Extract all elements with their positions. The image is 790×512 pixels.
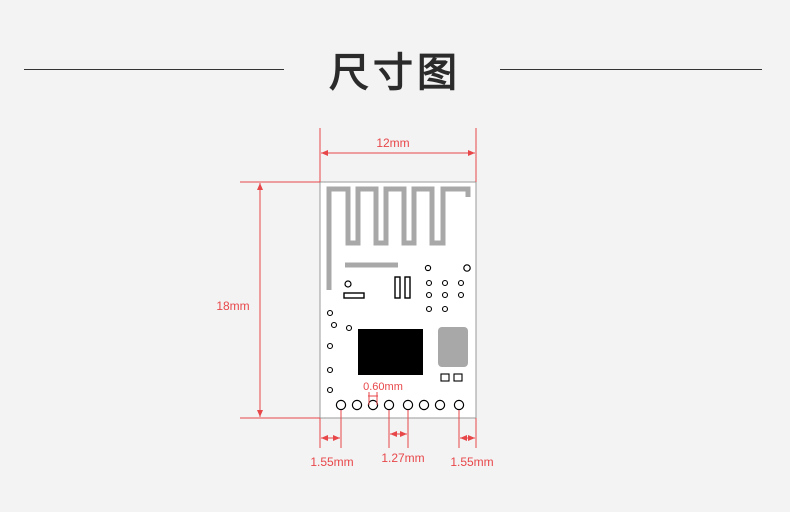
component-resistor-2 [404,276,411,299]
height-label: 18mm [216,299,249,313]
title-rule-left [24,69,284,70]
via [463,264,471,272]
via [344,280,352,288]
edge-pad [434,399,446,411]
edge-pad [418,399,430,411]
edge-pad [453,399,465,411]
component-capacitor-1 [343,292,365,299]
pcb-antenna [326,186,471,280]
left-edge-label: 1.55mm [310,455,353,469]
edge-pad [335,399,347,411]
right-edge-label: 1.55mm [450,455,493,469]
pitch-label: 1.27mm [381,451,424,465]
crystal-oscillator [438,327,468,367]
edge-pad [383,399,395,411]
page-title: 尺寸图 [329,50,461,96]
component-small-2 [453,373,463,382]
title-area: 尺寸图 [0,0,790,130]
module-board [319,181,477,419]
via-grid [326,279,465,394]
title-rule-right [500,69,762,70]
via [424,264,432,272]
dimensions [240,128,477,448]
edge-pad [367,399,379,411]
main-chip [358,329,423,375]
component-small-1 [440,373,450,382]
edge-pad [351,399,363,411]
edge-pads [335,399,465,411]
pad-size-label: 0.60mm [363,381,403,393]
width-label: 12mm [376,136,409,150]
component-resistor-1 [394,276,401,299]
edge-pad [402,399,414,411]
